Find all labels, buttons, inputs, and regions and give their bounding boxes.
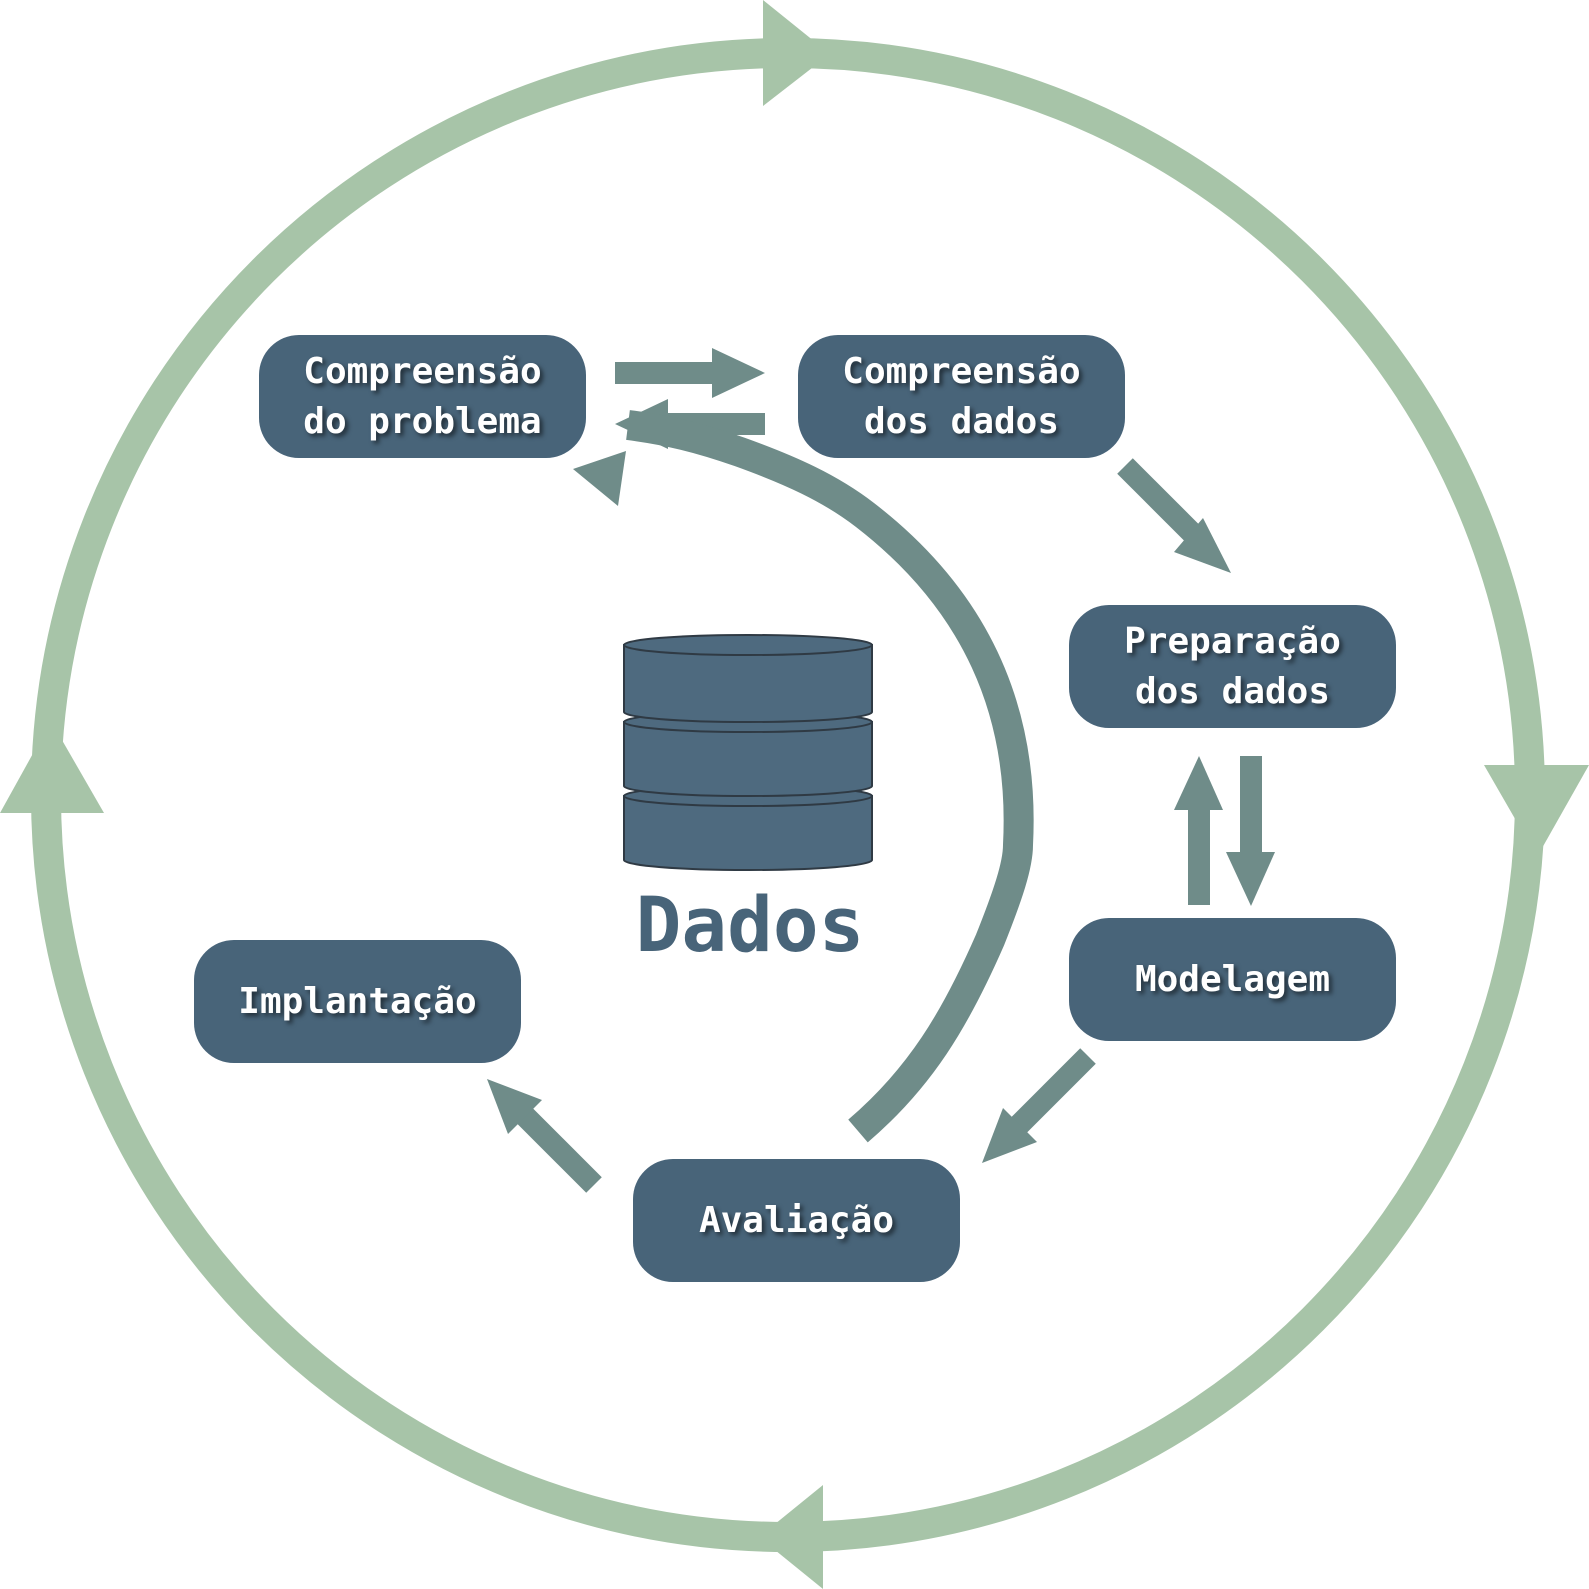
arrow-understanding-to-preparation-shaft bbox=[1117, 458, 1203, 544]
outer-cycle-arrow-right bbox=[1484, 765, 1589, 857]
node-evaluation-label: Avaliação bbox=[698, 1199, 895, 1241]
node-problem-line2: do problema bbox=[303, 400, 542, 442]
arrow-evaluation-to-deployment-head bbox=[487, 1079, 542, 1134]
arrow-modeling-to-evaluation-shaft bbox=[1010, 1048, 1096, 1134]
arrow-modeling-to-preparation-head bbox=[1174, 756, 1223, 810]
arrow-preparation-to-modeling-head bbox=[1226, 852, 1275, 906]
arrow-understanding-to-preparation-head bbox=[1174, 518, 1231, 573]
curved-arrow-evaluation-to-problem bbox=[626, 410, 1034, 1143]
node-data-preparation-line1: Preparação bbox=[1124, 620, 1341, 662]
node-modeling[interactable]: Modelagem bbox=[1069, 918, 1396, 1041]
curved-arrow-head bbox=[573, 451, 626, 506]
node-evaluation[interactable]: Avaliação bbox=[633, 1159, 960, 1282]
node-modeling-label: Modelagem bbox=[1134, 958, 1331, 1000]
node-deployment[interactable]: Implantação bbox=[194, 940, 521, 1063]
center-data-label: Dados bbox=[635, 880, 865, 969]
arrow-evaluation-to-deployment-shaft bbox=[516, 1107, 602, 1193]
node-data-preparation[interactable]: Preparação dos dados bbox=[1069, 605, 1396, 728]
outer-cycle-arrow-top bbox=[763, 0, 830, 106]
arrow-preparation-to-modeling-shaft bbox=[1240, 756, 1262, 856]
node-problem-understanding[interactable]: Compreensão do problema bbox=[259, 335, 586, 458]
node-data-preparation-line2: dos dados bbox=[1134, 670, 1331, 712]
arrow-problem-to-data bbox=[615, 348, 765, 398]
node-problem-line1: Compreensão bbox=[303, 350, 542, 392]
arrow-modeling-to-preparation-shaft bbox=[1188, 805, 1210, 905]
arrow-modeling-to-evaluation-head bbox=[982, 1108, 1037, 1163]
node-data-understanding-line1: Compreensão bbox=[842, 350, 1081, 392]
node-data-understanding-line2: dos dados bbox=[863, 400, 1060, 442]
node-deployment-label: Implantação bbox=[238, 980, 477, 1022]
outer-cycle-arrow-bottom bbox=[759, 1485, 823, 1589]
database-icon bbox=[623, 634, 873, 871]
node-data-understanding[interactable]: Compreensão dos dados bbox=[798, 335, 1125, 458]
outer-cycle-arrow-left bbox=[0, 721, 104, 813]
